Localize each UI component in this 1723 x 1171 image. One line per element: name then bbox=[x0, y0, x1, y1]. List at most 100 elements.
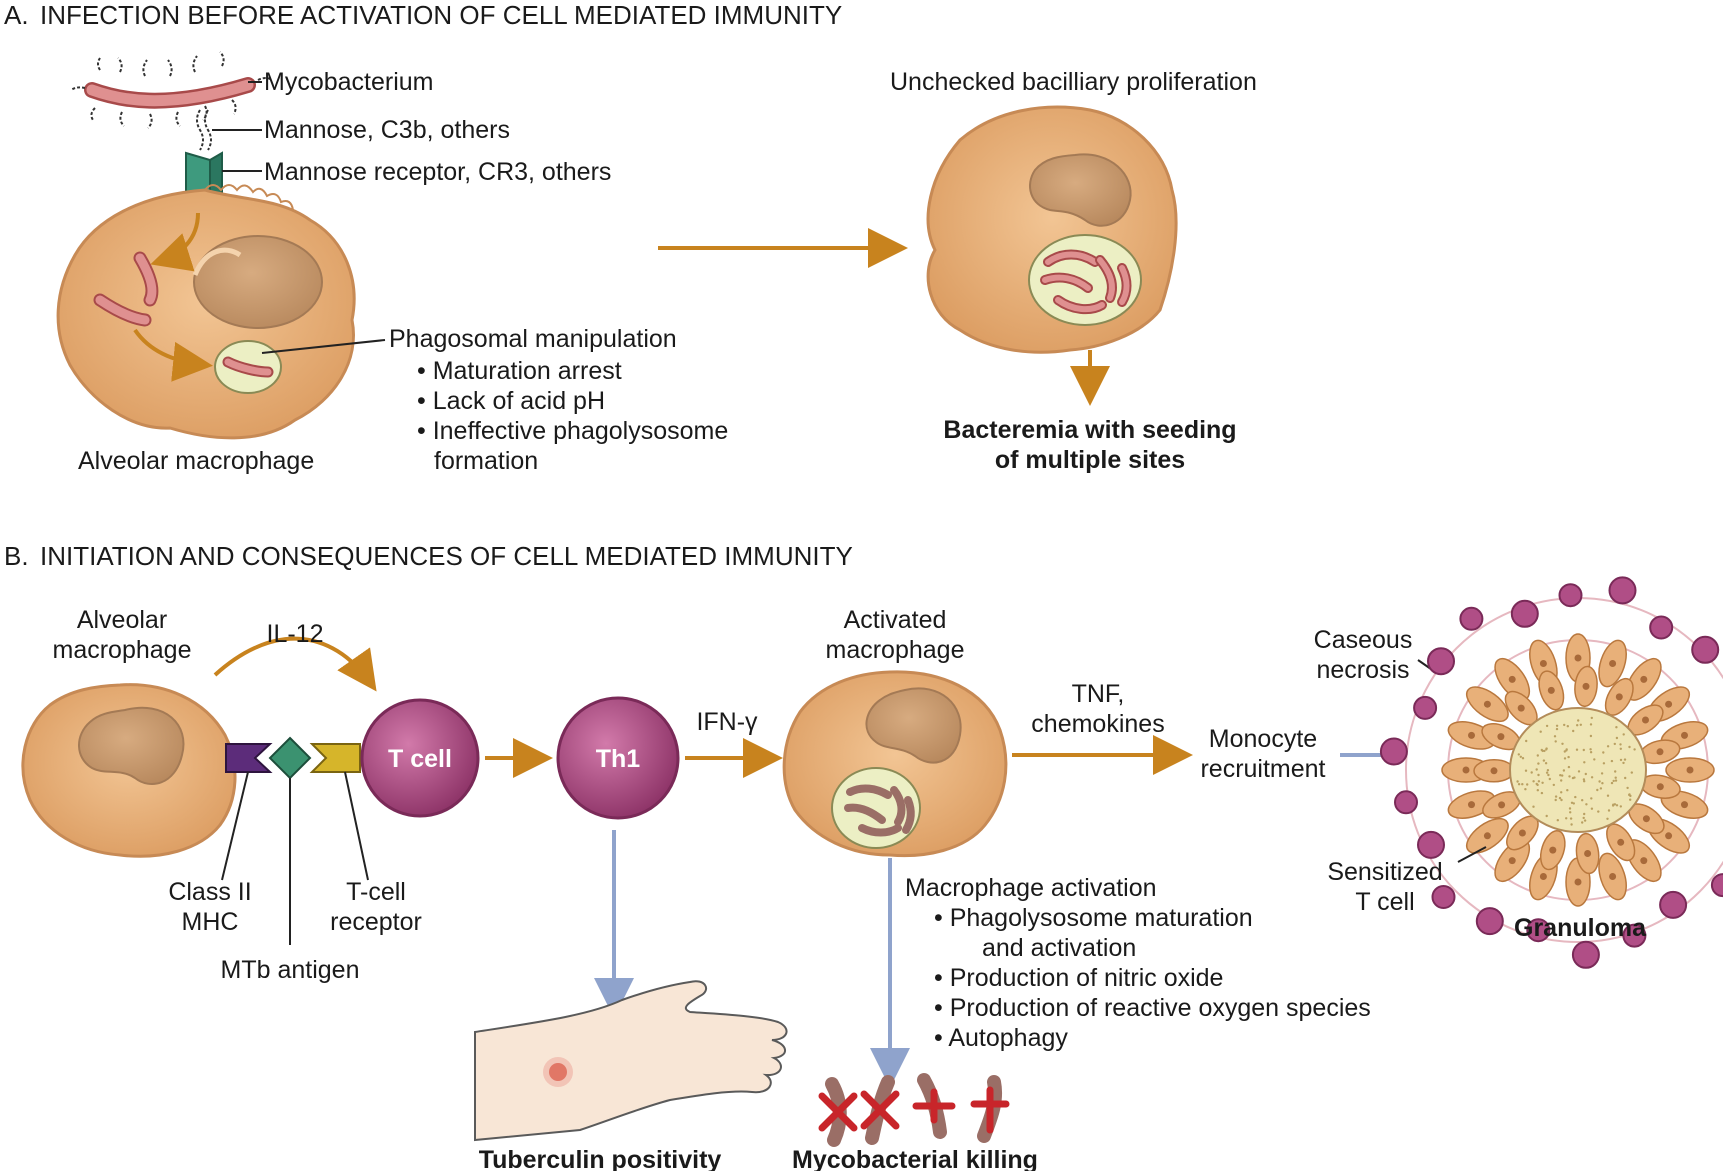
caseous-debris bbox=[1545, 724, 1549, 728]
epithelioid-nucleus bbox=[1468, 731, 1475, 739]
caseous-debris bbox=[1536, 754, 1540, 757]
caseous-debris bbox=[1589, 734, 1593, 738]
caseous-debris bbox=[1619, 743, 1622, 746]
caseous-debris bbox=[1615, 726, 1618, 729]
class2-label-1: Class II bbox=[168, 878, 251, 906]
caseous-debris bbox=[1583, 780, 1586, 783]
t-cell-label: T cell bbox=[388, 745, 452, 773]
epithelioid-nucleus bbox=[1490, 767, 1498, 775]
caseous-debris bbox=[1563, 750, 1567, 753]
epithelioid-nucleus bbox=[1508, 857, 1516, 865]
epithelioid-nucleus bbox=[1539, 873, 1547, 880]
activated-label-1: Activated bbox=[844, 606, 947, 634]
killing-label: Mycobacterial killing bbox=[792, 1146, 1038, 1171]
caseous-debris bbox=[1598, 780, 1601, 783]
caseous-debris bbox=[1623, 758, 1627, 761]
activation-bullet-4: • Autophagy bbox=[934, 1024, 1068, 1052]
epithelioid-nucleus bbox=[1665, 832, 1673, 840]
caseous-debris bbox=[1519, 755, 1523, 758]
caseous-debris bbox=[1582, 778, 1586, 781]
caseous-debris bbox=[1579, 723, 1583, 726]
unchecked-label: Unchecked bacilliary proliferation bbox=[890, 68, 1257, 96]
sensitized-t-cell bbox=[1608, 576, 1637, 605]
caseous-debris bbox=[1545, 814, 1548, 818]
alveolar-b-label-1: Alveolar bbox=[77, 606, 167, 634]
caseous-debris bbox=[1602, 762, 1606, 765]
caseous-debris bbox=[1566, 725, 1570, 728]
monocyte-label-2: recruitment bbox=[1200, 755, 1325, 783]
caseous-debris bbox=[1561, 774, 1564, 777]
infected-macrophage bbox=[926, 105, 1178, 354]
caseous-debris bbox=[1606, 745, 1610, 748]
caseous-debris bbox=[1607, 809, 1611, 812]
mycobacterium-icon bbox=[70, 51, 273, 151]
caseous-debris bbox=[1572, 729, 1575, 733]
caseous-debris bbox=[1630, 771, 1634, 774]
epithelioid-nucleus bbox=[1584, 850, 1592, 857]
caseous-debris bbox=[1546, 769, 1550, 772]
caseous-debris bbox=[1526, 783, 1529, 786]
epithelioid-nucleus bbox=[1615, 693, 1623, 701]
caseous-debris bbox=[1600, 772, 1604, 775]
caseous-debris bbox=[1545, 771, 1549, 774]
caseous-debris bbox=[1602, 751, 1605, 754]
caseous-debris bbox=[1613, 742, 1617, 746]
caseous-debris bbox=[1517, 753, 1521, 756]
caseous-debris bbox=[1590, 797, 1593, 800]
epithelioid-nucleus bbox=[1517, 704, 1525, 712]
section-b-heading: INITIATION AND CONSEQUENCES OF CELL MEDI… bbox=[40, 541, 853, 571]
caseous-debris bbox=[1570, 801, 1574, 804]
th1-cell: Th1 bbox=[556, 696, 680, 820]
caseous-debris bbox=[1548, 777, 1552, 781]
caseous-debris bbox=[1585, 803, 1588, 806]
caseous-debris bbox=[1554, 798, 1557, 802]
caseous-debris bbox=[1567, 765, 1571, 769]
tcr-label-1: T-cell bbox=[346, 878, 406, 906]
caseous-debris bbox=[1612, 779, 1615, 783]
caseous-debris bbox=[1619, 747, 1623, 750]
activation-bullet-3: • Production of reactive oxygen species bbox=[934, 994, 1371, 1022]
caseous-debris bbox=[1539, 730, 1542, 733]
caseous-debris bbox=[1559, 774, 1562, 777]
bacteremia-label-1: Bacteremia with seeding bbox=[943, 416, 1236, 444]
caseous-debris bbox=[1624, 776, 1627, 780]
section-a-heading: INFECTION BEFORE ACTIVATION OF CELL MEDI… bbox=[40, 0, 842, 30]
alveolar-macrophage-b bbox=[21, 683, 237, 858]
caseous-debris bbox=[1626, 786, 1629, 790]
sensitized-t-cell bbox=[1526, 918, 1551, 943]
caseous-debris bbox=[1619, 805, 1623, 808]
caseous-debris bbox=[1569, 817, 1573, 820]
sensitized-t-cell bbox=[1558, 583, 1583, 608]
caseous-debris bbox=[1537, 773, 1540, 777]
epithelioid-nucleus bbox=[1642, 815, 1650, 823]
caseous-debris bbox=[1536, 789, 1540, 792]
caseous-debris bbox=[1563, 757, 1567, 760]
caseous-debris bbox=[1589, 748, 1592, 751]
ligands-label: Mannose, C3b, others bbox=[264, 116, 510, 144]
sensitized-t-cell bbox=[1459, 606, 1484, 631]
epithelioid-nucleus bbox=[1686, 766, 1694, 774]
phagosomal-title: Phagosomal manipulation bbox=[389, 325, 677, 353]
epithelioid-nucleus bbox=[1539, 660, 1547, 667]
caseous-debris bbox=[1619, 758, 1623, 762]
caseous-debris bbox=[1584, 772, 1588, 776]
caseous-debris bbox=[1555, 727, 1559, 731]
activated-label-2: macrophage bbox=[826, 636, 965, 664]
caseous-debris bbox=[1629, 798, 1632, 801]
caseous-debris bbox=[1590, 716, 1594, 720]
caseous-debris bbox=[1628, 745, 1631, 749]
caseous-debris bbox=[1577, 719, 1580, 722]
caseous-debris bbox=[1590, 776, 1594, 779]
alveolar-macrophage-a-label: Alveolar macrophage bbox=[78, 447, 314, 475]
caseous-debris bbox=[1560, 798, 1563, 802]
caseous-debris bbox=[1552, 783, 1556, 787]
caseous-debris bbox=[1542, 759, 1546, 762]
mtb-antigen-label: MTb antigen bbox=[221, 956, 360, 984]
phagocytosis-arrow bbox=[150, 212, 200, 272]
tuberculin-label: Tuberculin positivity bbox=[479, 1146, 722, 1171]
epithelioid-nucleus bbox=[1483, 832, 1491, 840]
caseous-debris bbox=[1614, 770, 1617, 773]
caseous-debris bbox=[1567, 755, 1570, 759]
caseous-debris bbox=[1530, 771, 1533, 774]
caseous-debris bbox=[1582, 816, 1585, 820]
